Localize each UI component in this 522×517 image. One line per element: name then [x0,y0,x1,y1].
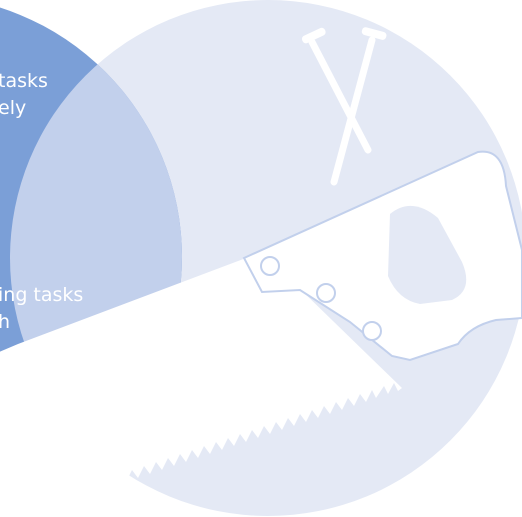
label-4: text [0,465,36,492]
label-1-line-2: ely [0,95,48,122]
label-3: king [0,403,38,430]
label-2-line-2: h [0,309,83,336]
label-1-line-1: tasks [0,68,48,95]
label-4-line-1: text [0,465,36,492]
label-2: ing tasks h [0,282,83,336]
saw-rivet [261,257,279,275]
saw-rivet [363,322,381,340]
label-2-line-1: ing tasks [0,282,83,309]
label-3-line-1: king [0,403,38,430]
label-1: tasks ely [0,68,48,122]
saw-rivet [317,284,335,302]
